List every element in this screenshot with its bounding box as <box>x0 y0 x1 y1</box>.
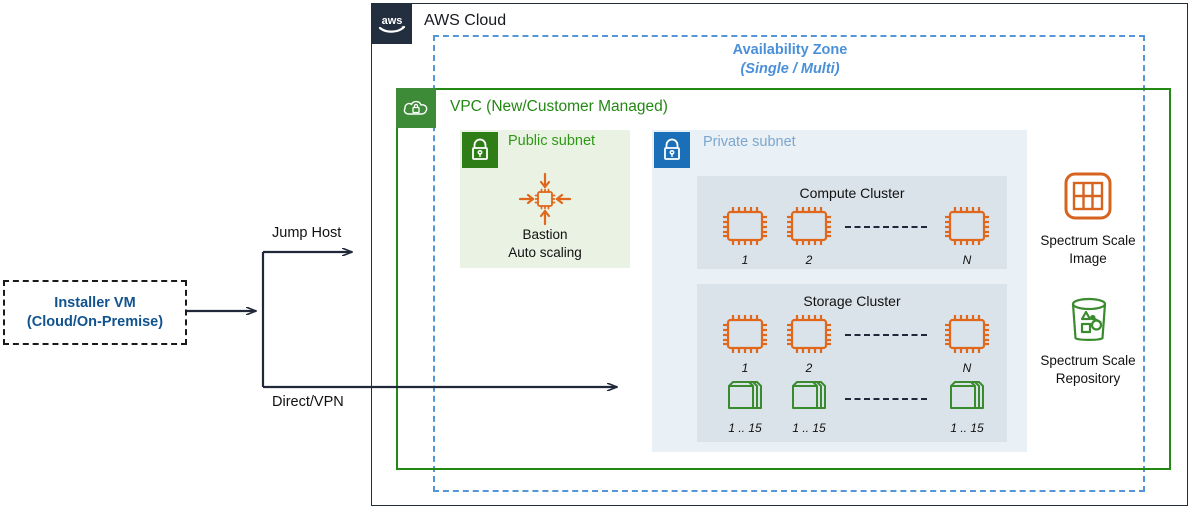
bastion-caption: Bastion Auto scaling <box>460 226 630 262</box>
storage-node-1-label: 1 <box>741 361 749 375</box>
storage-volume-n: 1 .. 15 <box>937 376 997 435</box>
storage-volume-n-label: 1 .. 15 <box>950 421 984 435</box>
availability-zone-subtitle: (Single / Multi) <box>740 61 840 77</box>
storage-cluster-connector <box>845 334 927 336</box>
installer-vm-box: Installer VM (Cloud/On-Premise) <box>3 280 187 345</box>
availability-zone-title: Availability Zone <box>732 42 848 58</box>
bastion-caption-line2: Auto scaling <box>508 245 582 260</box>
lock-icon-public <box>462 132 498 168</box>
compute-cluster-connector <box>845 226 927 228</box>
storage-volume-2: 1 .. 15 <box>779 376 839 435</box>
aws-cloud-title: AWS Cloud <box>424 12 507 29</box>
spectrum-scale-repository-line1: Spectrum Scale <box>1040 353 1136 368</box>
s3-bucket-icon <box>1063 294 1115 346</box>
private-subnet-label: Private subnet <box>703 134 796 150</box>
direct-vpn-label: Direct/VPN <box>272 394 344 410</box>
spectrum-scale-image-line1: Spectrum Scale <box>1040 233 1136 248</box>
spectrum-scale-repository-label: Spectrum Scale Repository <box>1028 352 1148 388</box>
storage-volume-connector <box>845 398 927 400</box>
auto-scaling-icon <box>518 172 572 226</box>
vpc-boundary <box>396 88 1171 470</box>
bastion-caption-line1: Bastion <box>522 227 568 242</box>
compute-node-1: 1 <box>715 204 775 267</box>
storage-node-n-label: N <box>962 361 972 375</box>
storage-cluster-box: Storage Cluster 1 <box>697 284 1007 442</box>
compute-node-n-label: N <box>962 253 972 267</box>
storage-volume-1: 1 .. 15 <box>715 376 775 435</box>
public-subnet-label: Public subnet <box>508 133 596 149</box>
jump-host-label: Jump Host <box>272 225 342 241</box>
availability-zone-boundary <box>433 35 1145 492</box>
lock-icon-private <box>654 132 690 168</box>
compute-cluster-title: Compute Cluster <box>799 185 905 201</box>
compute-node-2-label: 2 <box>805 253 813 267</box>
compute-cluster-box: Compute Cluster 1 <box>697 176 1007 269</box>
installer-vm-line2: (Cloud/On-Premise) <box>26 313 164 330</box>
storage-node-2: 2 <box>779 312 839 375</box>
compute-node-2: 2 <box>779 204 839 267</box>
compute-node-n: N <box>937 204 997 267</box>
storage-volume-1-label: 1 .. 15 <box>728 421 762 435</box>
spectrum-scale-image-label: Spectrum Scale Image <box>1028 232 1148 268</box>
storage-node-n: N <box>937 312 997 375</box>
availability-zone-label: Availability Zone (Single / Multi) <box>600 41 980 79</box>
installer-vm-line1: Installer VM <box>54 294 136 311</box>
svg-text:aws: aws <box>382 15 403 27</box>
storage-node-1: 1 <box>715 312 775 375</box>
storage-cluster-title: Storage Cluster <box>803 293 901 309</box>
spectrum-scale-repository-line2: Repository <box>1055 371 1121 386</box>
spectrum-scale-image-line2: Image <box>1069 251 1107 266</box>
vpc-cloud-lock-icon <box>396 88 436 128</box>
ami-image-icon <box>1062 170 1114 222</box>
aws-logo-icon: aws <box>372 4 412 44</box>
storage-volume-2-label: 1 .. 15 <box>792 421 826 435</box>
compute-node-1-label: 1 <box>741 253 749 267</box>
storage-node-2-label: 2 <box>805 361 813 375</box>
vpc-label: VPC (New/Customer Managed) <box>450 98 668 115</box>
